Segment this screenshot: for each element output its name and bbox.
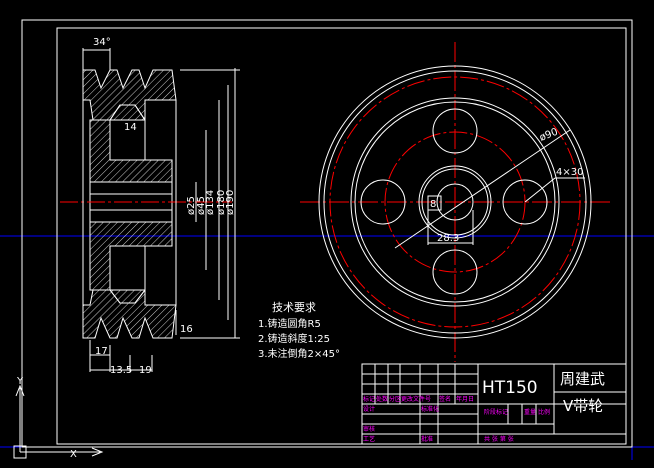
- dim-bottom-b: 19: [139, 365, 152, 376]
- svg-text:签名: 签名: [439, 395, 451, 403]
- bolt-hole-top: [432, 108, 478, 154]
- dim-web-thick: 17: [95, 346, 108, 357]
- svg-text:审核: 审核: [363, 425, 375, 433]
- dim-key-depth: 28.3: [437, 233, 459, 244]
- technical-notes: 技术要求 1.铸造圆角R5 2.铸造斜度1:25 3.未注倒角2×45°: [258, 301, 340, 360]
- svg-text:共 张 第 张: 共 张 第 张: [484, 435, 514, 443]
- dim-bolt-circle: ø90: [538, 127, 560, 144]
- svg-text:更改文件号: 更改文件号: [401, 395, 431, 403]
- note-line-3: 3.未注倒角2×45°: [258, 347, 340, 360]
- dim-d180: ø180: [216, 190, 227, 215]
- designer-name: 周建武: [560, 370, 605, 388]
- svg-text:标准化: 标准化: [421, 405, 439, 413]
- svg-text:年月日: 年月日: [456, 395, 474, 403]
- ucs-y-label: Y: [16, 376, 24, 387]
- svg-text:重量: 重量: [524, 408, 536, 416]
- dim-hub-d: ø45: [196, 196, 207, 215]
- inner-frame: [56, 27, 627, 445]
- outer-frame: [21, 19, 633, 448]
- ucs-x-label: X: [70, 449, 77, 460]
- material-label: HT150: [482, 378, 538, 398]
- svg-text:阶段标记: 阶段标记: [484, 408, 508, 416]
- dim-rim-depth: 16: [180, 324, 193, 335]
- svg-text:工艺: 工艺: [363, 435, 375, 443]
- dim-holes: 4×30: [556, 167, 583, 178]
- title-block: [361, 363, 627, 445]
- svg-text:比例: 比例: [538, 408, 550, 416]
- svg-text:处数: 处数: [376, 395, 388, 403]
- dim-outer-d: ø190: [225, 190, 236, 215]
- dim-bottom-a: 13.5: [110, 365, 132, 376]
- bolt-hole-bottom: [432, 249, 478, 295]
- section-dimensions: [82, 48, 240, 372]
- svg-text:分区: 分区: [389, 395, 401, 403]
- svg-text:设计: 设计: [363, 405, 375, 413]
- title-block-labels: 标记 处数 分区 更改文件号 签名 年月日 设计 标准化 阶段标记 重量 比例 …: [363, 395, 550, 443]
- front-view: [300, 42, 610, 362]
- bolt-hole-right: [502, 179, 548, 225]
- svg-text:标记: 标记: [363, 395, 375, 403]
- svg-text:批准: 批准: [421, 435, 433, 443]
- dim-key-width: 8: [430, 199, 436, 210]
- dim-hole-d: ø25: [186, 196, 197, 215]
- bolt-hole-left: [360, 179, 406, 225]
- ucs-icon: [13, 384, 104, 459]
- notes-title: 技术要求: [272, 301, 316, 314]
- part-name: V带轮: [563, 397, 603, 415]
- note-line-1: 1.铸造圆角R5: [258, 317, 321, 330]
- dim-groove-width: 14: [124, 122, 137, 133]
- dim-groove-angle: 34°: [93, 37, 111, 48]
- note-line-2: 2.铸造斜度1:25: [258, 332, 330, 345]
- section-view: [60, 69, 232, 339]
- hatch-lower-rim: [82, 288, 177, 339]
- dim-pitch-d: ø134: [205, 190, 216, 215]
